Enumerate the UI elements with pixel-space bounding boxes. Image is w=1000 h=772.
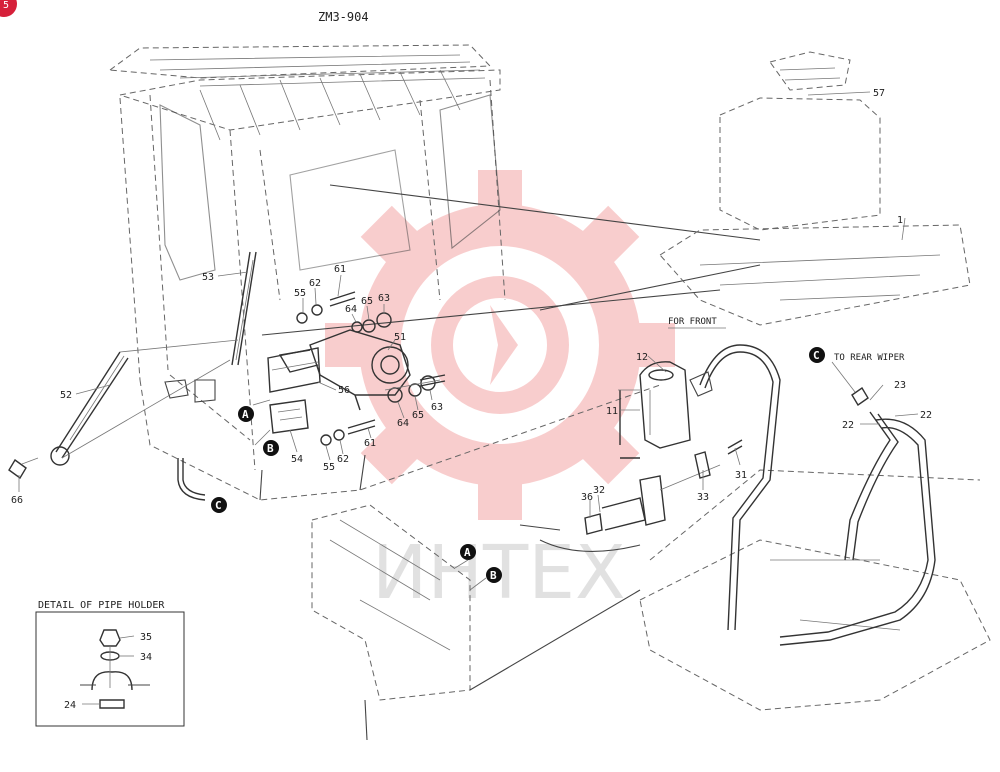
- part-11: 11: [606, 406, 618, 417]
- part-36: 36: [581, 492, 593, 503]
- part-64-upper: 64: [345, 304, 357, 315]
- label-for-front: FOR FRONT: [668, 317, 717, 327]
- part-12: 12: [636, 352, 648, 363]
- callout-c-cab-label: C: [215, 499, 222, 512]
- label-to-rear-wiper: TO REAR WIPER: [834, 353, 905, 363]
- bracket-56: [267, 347, 321, 393]
- part-64-lower: 64: [397, 418, 409, 429]
- assembly-lines: [61, 339, 441, 459]
- fasteners: [296, 291, 446, 446]
- wiper-arm-52: [50, 351, 129, 466]
- diagram-code: ZM3-904: [318, 10, 369, 24]
- part-63-upper: 63: [378, 293, 390, 304]
- callout-b-lower: B: [486, 567, 502, 583]
- callout-b-lower-label: B: [490, 569, 497, 582]
- wiper-blade-53: [231, 251, 257, 366]
- washer-hose-right: [689, 344, 781, 631]
- detail-title: DETAIL OF PIPE HOLDER: [38, 600, 165, 611]
- washer-tank-11: [618, 361, 691, 459]
- hose-c-cab: [164, 379, 216, 501]
- detail-pipe-holder-box: DETAIL OF PIPE HOLDER: [35, 600, 185, 727]
- part-62-lower: 62: [337, 454, 349, 465]
- part-22-lower: 22: [842, 420, 854, 431]
- callout-a-cab: A: [238, 406, 254, 422]
- part-56: 56: [338, 385, 350, 396]
- part-61-upper: 61: [334, 264, 346, 275]
- rear-wiper-hose-22: [779, 361, 936, 646]
- part-31: 31: [735, 470, 747, 481]
- part-35: 35: [140, 632, 152, 643]
- corner-marker-label: 5: [3, 0, 9, 11]
- callout-b-cab: B: [263, 440, 279, 456]
- callout-c-rear: C: [809, 347, 825, 363]
- bracket-36-32-33: [584, 439, 743, 535]
- callout-c-cab: C: [211, 497, 227, 513]
- part-22-upper: 22: [920, 410, 932, 421]
- part-34: 34: [140, 652, 152, 663]
- part-63-lower: 63: [431, 402, 443, 413]
- bracket-54: [269, 399, 309, 434]
- part-33: 33: [697, 492, 709, 503]
- callout-b-cab-label: B: [267, 442, 274, 455]
- nut-66: [8, 457, 39, 480]
- part-53: 53: [202, 272, 214, 283]
- part-51: 51: [394, 332, 406, 343]
- part-54: 54: [291, 454, 303, 465]
- part-57: 57: [873, 88, 885, 99]
- callout-c-rear-label: C: [813, 349, 820, 362]
- part-23: 23: [894, 380, 906, 391]
- part-66: 66: [11, 495, 23, 506]
- corner-marker: 5: [0, 0, 17, 17]
- lower-panel: [311, 504, 641, 741]
- part-55-lower: 55: [323, 462, 335, 473]
- part-65-lower: 65: [412, 410, 424, 421]
- part-62-upper: 62: [309, 278, 321, 289]
- part-52: 52: [60, 390, 72, 401]
- machine-body-right: [639, 51, 991, 711]
- callout-a-lower-label: A: [464, 546, 471, 559]
- part-61-lower: 61: [364, 438, 376, 449]
- callout-a-cab-label: A: [242, 408, 249, 421]
- part-1: 1: [897, 215, 903, 226]
- hose-to-lower: [519, 524, 641, 552]
- part-65-upper: 65: [361, 296, 373, 307]
- part-32: 32: [593, 485, 605, 496]
- cab-frame: [108, 44, 761, 501]
- part-24: 24: [64, 700, 76, 711]
- part-number-labels: 1 57 11 12 23 22 22 31 33 32 36 53 52 66…: [11, 88, 932, 711]
- part-55-upper: 55: [294, 288, 306, 299]
- callout-a-lower: A: [460, 544, 476, 560]
